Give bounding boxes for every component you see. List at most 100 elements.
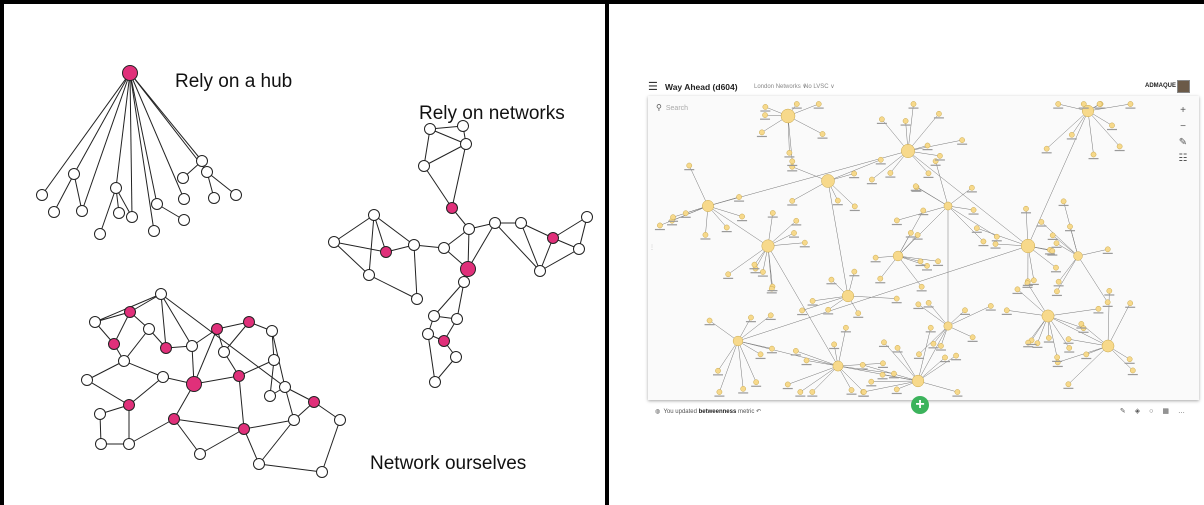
map-node[interactable] bbox=[959, 137, 965, 143]
map-node[interactable] bbox=[987, 303, 994, 309]
map-node[interactable] bbox=[1095, 305, 1102, 312]
map-node[interactable] bbox=[1023, 205, 1029, 212]
map-node[interactable] bbox=[1096, 101, 1103, 107]
map-node[interactable] bbox=[706, 317, 713, 324]
add-element-button[interactable]: + bbox=[911, 396, 929, 414]
undo-icon[interactable]: ↶ bbox=[756, 409, 762, 415]
map-node[interactable] bbox=[877, 156, 884, 163]
menu-icon[interactable]: ☰ bbox=[648, 81, 658, 93]
map-node[interactable] bbox=[938, 343, 944, 349]
map-node[interactable] bbox=[893, 217, 900, 224]
map-node[interactable] bbox=[894, 344, 901, 351]
map-node[interactable] bbox=[762, 104, 769, 110]
map-node[interactable] bbox=[843, 324, 849, 331]
map-node[interactable] bbox=[907, 230, 914, 236]
map-node[interactable] bbox=[715, 367, 721, 374]
map-node[interactable] bbox=[1049, 248, 1056, 254]
zoom-out-button[interactable]: − bbox=[1180, 121, 1186, 132]
map-node[interactable] bbox=[1049, 232, 1056, 239]
map-node[interactable] bbox=[748, 314, 754, 321]
map-node[interactable] bbox=[932, 158, 939, 165]
cube-icon[interactable]: ◈ bbox=[1134, 408, 1150, 415]
map-node[interactable] bbox=[702, 232, 709, 238]
map-canvas[interactable]: ⚲Search + − ✎ ☷ ⋮ bbox=[648, 96, 1199, 400]
map-node[interactable] bbox=[686, 162, 693, 169]
map-node[interactable] bbox=[880, 360, 886, 367]
map-node[interactable] bbox=[786, 149, 793, 156]
map-node[interactable] bbox=[809, 389, 816, 395]
map-node[interactable] bbox=[1003, 307, 1010, 314]
map-node[interactable] bbox=[1054, 354, 1060, 361]
map-node[interactable] bbox=[828, 276, 835, 283]
comment-icon[interactable]: ○ bbox=[1149, 408, 1163, 415]
map-node[interactable] bbox=[1060, 198, 1067, 205]
map-node[interactable] bbox=[920, 207, 927, 214]
map-node[interactable] bbox=[1066, 345, 1073, 351]
map-hub-node[interactable] bbox=[732, 335, 744, 347]
map-node[interactable] bbox=[910, 101, 917, 107]
map-node[interactable] bbox=[1014, 286, 1021, 293]
map-hub-node[interactable] bbox=[1020, 238, 1036, 254]
map-node[interactable] bbox=[848, 387, 855, 393]
map-node[interactable] bbox=[769, 345, 775, 352]
map-node[interactable] bbox=[918, 283, 925, 290]
more-icon[interactable]: … bbox=[1178, 408, 1194, 415]
settings-icon[interactable]: ☷ bbox=[1178, 153, 1188, 164]
search-field[interactable]: ⚲Search bbox=[656, 103, 688, 112]
map-node[interactable] bbox=[916, 351, 922, 358]
map-hub-node[interactable] bbox=[761, 239, 775, 253]
map-node[interactable] bbox=[803, 357, 810, 364]
map-hub-node[interactable] bbox=[1041, 309, 1055, 323]
map-node[interactable] bbox=[1127, 300, 1134, 307]
map-node[interactable] bbox=[969, 334, 976, 341]
map-node[interactable] bbox=[980, 238, 987, 245]
map-node[interactable] bbox=[793, 101, 800, 107]
grid-icon[interactable]: ▦ bbox=[1162, 408, 1178, 415]
map-node[interactable] bbox=[825, 306, 832, 313]
wrench-icon[interactable]: ✎ bbox=[1119, 408, 1135, 415]
map-node[interactable] bbox=[891, 370, 897, 377]
map-node[interactable] bbox=[716, 389, 723, 395]
map-node[interactable] bbox=[917, 258, 924, 265]
map-node[interactable] bbox=[953, 352, 959, 359]
map-hub-node[interactable] bbox=[943, 321, 953, 331]
map-node[interactable] bbox=[970, 207, 977, 213]
map-node[interactable] bbox=[789, 198, 796, 204]
map-node[interactable] bbox=[723, 224, 730, 231]
map-node[interactable] bbox=[861, 389, 867, 395]
map-node[interactable] bbox=[851, 268, 858, 275]
map-node[interactable] bbox=[954, 389, 961, 395]
map-node[interactable] bbox=[859, 362, 866, 368]
map-node[interactable] bbox=[851, 203, 858, 210]
map-node[interactable] bbox=[670, 214, 676, 221]
map-node[interactable] bbox=[793, 217, 800, 224]
map-node[interactable] bbox=[1065, 336, 1072, 343]
map-node[interactable] bbox=[1116, 143, 1123, 150]
map-node[interactable] bbox=[1127, 101, 1134, 107]
map-node[interactable] bbox=[937, 153, 943, 159]
map-node[interactable] bbox=[789, 158, 796, 165]
map-node[interactable] bbox=[797, 389, 804, 395]
map-node[interactable] bbox=[925, 170, 932, 177]
map-node[interactable] bbox=[760, 269, 766, 275]
map-node[interactable] bbox=[1068, 131, 1075, 138]
map-node[interactable] bbox=[1038, 219, 1045, 225]
map-node[interactable] bbox=[992, 241, 999, 247]
map-node[interactable] bbox=[969, 184, 975, 191]
map-node[interactable] bbox=[1104, 246, 1111, 253]
map-node[interactable] bbox=[725, 271, 732, 278]
map-node[interactable] bbox=[902, 118, 909, 124]
map-node[interactable] bbox=[868, 378, 875, 385]
map-node[interactable] bbox=[1043, 145, 1050, 152]
map-node[interactable] bbox=[893, 386, 900, 393]
map-node[interactable] bbox=[936, 110, 942, 117]
map-node[interactable] bbox=[819, 131, 826, 137]
map-node[interactable] bbox=[791, 230, 797, 236]
breadcrumb-view[interactable]: No LVSC ∨ bbox=[804, 84, 835, 90]
map-hub-node[interactable] bbox=[841, 289, 855, 303]
map-node[interactable] bbox=[942, 354, 948, 361]
map-hub-node[interactable] bbox=[821, 174, 835, 188]
map-node[interactable] bbox=[1104, 299, 1111, 306]
map-node[interactable] bbox=[769, 210, 776, 216]
drag-handle-icon[interactable]: ⋮ bbox=[649, 245, 655, 251]
